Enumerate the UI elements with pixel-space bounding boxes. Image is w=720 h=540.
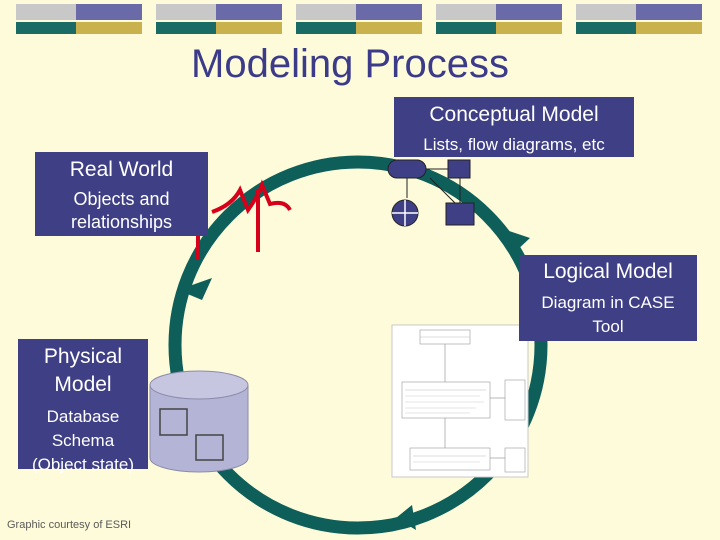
real-world-heading: Real World	[69, 158, 174, 181]
cycle-ring	[168, 155, 548, 535]
flow-diagram-icon	[387, 159, 475, 227]
real-world-detail-line: Objects and	[73, 189, 170, 209]
real-world-box: Real World Objects and relationships	[35, 152, 208, 236]
logical-model-box: Logical Model Diagram in CASE Tool	[519, 255, 697, 341]
physical-model-detail-line: (Object state)	[31, 455, 135, 474]
slide-title: Modeling Process	[191, 42, 509, 86]
logical-model-detail-line: Tool	[592, 317, 624, 336]
real-world-detail-line: relationships	[70, 212, 173, 232]
uml-diagram-image	[391, 324, 529, 478]
logical-model-heading: Logical Model	[543, 260, 673, 283]
database-cylinder-icon	[149, 370, 249, 473]
physical-model-detail-line: Database	[46, 407, 120, 426]
physical-model-detail-line: Schema	[51, 431, 115, 450]
conceptual-model-box: Conceptual Model Lists, flow diagrams, e…	[394, 97, 634, 157]
cycle-arrowhead	[396, 505, 416, 530]
physical-model-box: Physical Model Database Schema (Object s…	[18, 339, 148, 474]
physical-model-heading-line: Physical	[43, 345, 123, 368]
conceptual-model-heading: Conceptual Model	[429, 103, 599, 126]
cycle-arrowhead	[500, 228, 530, 252]
logical-model-detail-line: Diagram in CASE	[541, 293, 675, 312]
cycle-arrowhead	[178, 278, 212, 300]
conceptual-model-detail: Lists, flow diagrams, etc	[423, 135, 605, 154]
header-decoration-band	[16, 4, 716, 34]
image-credit: Graphic courtesy of ESRI	[7, 519, 132, 531]
physical-model-heading-line: Model	[54, 373, 112, 396]
road-sign-icon	[196, 179, 292, 260]
